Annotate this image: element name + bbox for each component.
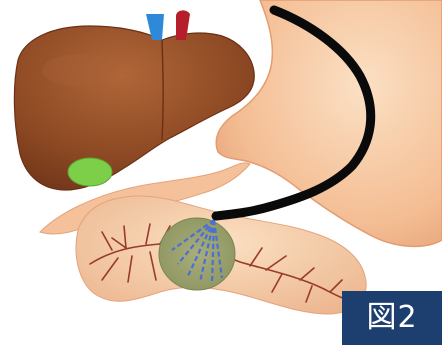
tumor-icon [159, 218, 235, 290]
figure-label: 図2 [342, 291, 442, 345]
liver-highlight [42, 54, 118, 86]
gallbladder-icon [68, 158, 112, 186]
liver-icon [14, 26, 254, 190]
